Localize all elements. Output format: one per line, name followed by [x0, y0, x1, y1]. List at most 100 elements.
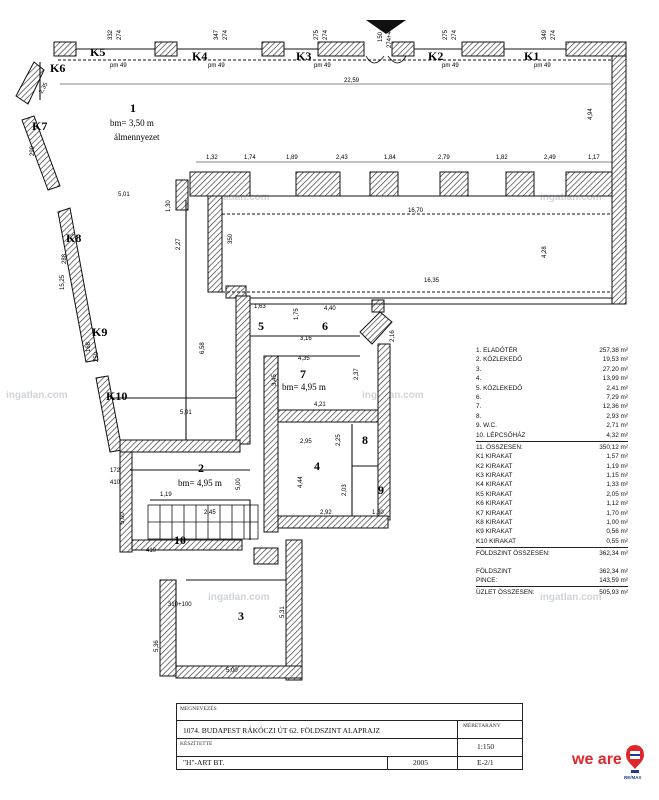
- wall-segment: [611, 55, 627, 305]
- dim-text: 1,32: [206, 155, 218, 161]
- dim-text: 5,01: [180, 410, 192, 416]
- dim-text: 350: [228, 233, 234, 244]
- door-swing-icon: [387, 55, 407, 64]
- watermark-text: ingatlan.com: [208, 592, 270, 603]
- wall-segment: [277, 515, 389, 529]
- door-swing-icon: [365, 55, 385, 64]
- megnevezes-label: MEGNEVEZÉS: [180, 706, 217, 712]
- dim-text: 4,35: [298, 356, 310, 362]
- dim-text: 274: [223, 29, 229, 40]
- wall-segment: [369, 171, 399, 197]
- dim-text: 250: [94, 351, 100, 362]
- dim-text: 2,92: [320, 510, 332, 516]
- divider: [476, 440, 628, 442]
- dim-text: 16,35: [424, 278, 440, 284]
- dim-text: 1,75: [294, 308, 300, 320]
- dim-text: 5,31: [280, 606, 286, 618]
- dim-text: 5,36: [154, 640, 160, 652]
- window-label-k6: K6: [50, 61, 65, 75]
- dim-text: 1,74: [244, 155, 256, 161]
- room-labels: 1 bm= 3,50 m álmennyezet 2 bm= 4,95 m 3 …: [110, 101, 384, 623]
- divider: [476, 586, 628, 588]
- dim-text: 2,43: [336, 155, 348, 161]
- dim-text: 2,79: [438, 155, 450, 161]
- wall-segment: [295, 171, 341, 197]
- wall-segment: [57, 207, 99, 363]
- dim-text: pm 49: [442, 63, 459, 69]
- brand-logo: RE/MAX we are: [570, 740, 650, 780]
- room-number-7: 7: [300, 367, 306, 381]
- area-row: 3.27,20 m²: [476, 365, 628, 373]
- room-number-10: 10: [174, 533, 186, 547]
- wall-segment: [235, 295, 251, 445]
- wall-segment: [277, 409, 379, 423]
- watermark-text: ingatlan.com: [6, 390, 68, 401]
- dim-text: 2,27: [176, 238, 182, 250]
- dim-text: 275: [314, 29, 320, 40]
- dim-text: 172: [110, 468, 121, 474]
- wall-segment: [207, 195, 223, 293]
- dim-text: 4,44: [298, 476, 304, 488]
- room-number-1: 1: [130, 101, 136, 115]
- room-number-4: 4: [314, 459, 320, 473]
- dim-text: 1,84: [384, 155, 396, 161]
- area-row: 8.2,93 m²: [476, 412, 628, 420]
- balloon-icon: RE/MAX: [624, 745, 644, 780]
- dim-text: 274: [323, 29, 329, 40]
- wall-segment: [505, 171, 535, 197]
- dim-text: 410: [146, 548, 157, 554]
- window-label-k2: K2: [428, 49, 443, 63]
- wall-segment: [391, 41, 415, 57]
- brand-wordmark: we are: [571, 751, 622, 768]
- window-label-k3: K3: [296, 49, 311, 63]
- dim-text: 2,25: [336, 434, 342, 446]
- dim-text: pm 49: [208, 63, 225, 69]
- remax-badge: RE/MAX: [624, 775, 642, 780]
- window-labels: K1 K2 K3 K4 K5 K6 K7 K8 K9 K10: [32, 45, 539, 403]
- dim-text: 2,16: [390, 330, 396, 342]
- watermark-text: ingatlan.com: [362, 390, 424, 401]
- dim-text: 150: [378, 31, 384, 42]
- wall-segment: [565, 41, 627, 57]
- title-block: MEGNEVEZÉS 1074. BUDAPEST RÁKÓCZI ÚT 62.…: [176, 703, 523, 770]
- scale-label: MÉRETARÁNY: [463, 723, 501, 729]
- dim-text: 168: [86, 341, 92, 352]
- dim-text: 16,70: [408, 208, 424, 214]
- dim-text: pm 49: [110, 63, 127, 69]
- inner-line: [250, 297, 613, 305]
- uzlet-total: ÜZLET ÖSSZESEN:505,93 m²: [476, 589, 628, 597]
- wall-segment: [131, 539, 243, 551]
- area-row: 7.12,36 m²: [476, 403, 628, 411]
- wall-segment: [565, 171, 613, 197]
- room-number-2: 2: [198, 461, 204, 475]
- dim-text: 1,30: [372, 510, 384, 516]
- dim-text: 347: [214, 29, 220, 40]
- wall-segment: [95, 375, 123, 453]
- wall-segment: [285, 539, 303, 681]
- dim-text: 1,89: [286, 155, 298, 161]
- window-label-k1: K1: [524, 49, 539, 63]
- wall-segment: [119, 439, 241, 453]
- dim-text: 22,59: [344, 78, 360, 84]
- year: 2005: [413, 758, 428, 767]
- dim-text: 15,25: [60, 274, 66, 290]
- dim-text: 3,16: [300, 336, 312, 342]
- dim-text: 3,45: [272, 374, 278, 386]
- wall-segment: [159, 579, 177, 677]
- watermark-text: ingatlan.com: [208, 192, 270, 203]
- pince-total: PINCE:143,59 m²: [476, 576, 628, 584]
- wall-segment: [119, 451, 133, 553]
- room-number-8: 8: [362, 433, 368, 447]
- wall-segment: [253, 547, 279, 565]
- dim-text: 1,19: [160, 492, 172, 498]
- window-label-k4: K4: [192, 49, 207, 63]
- area-row: 4.13,99 m²: [476, 375, 628, 383]
